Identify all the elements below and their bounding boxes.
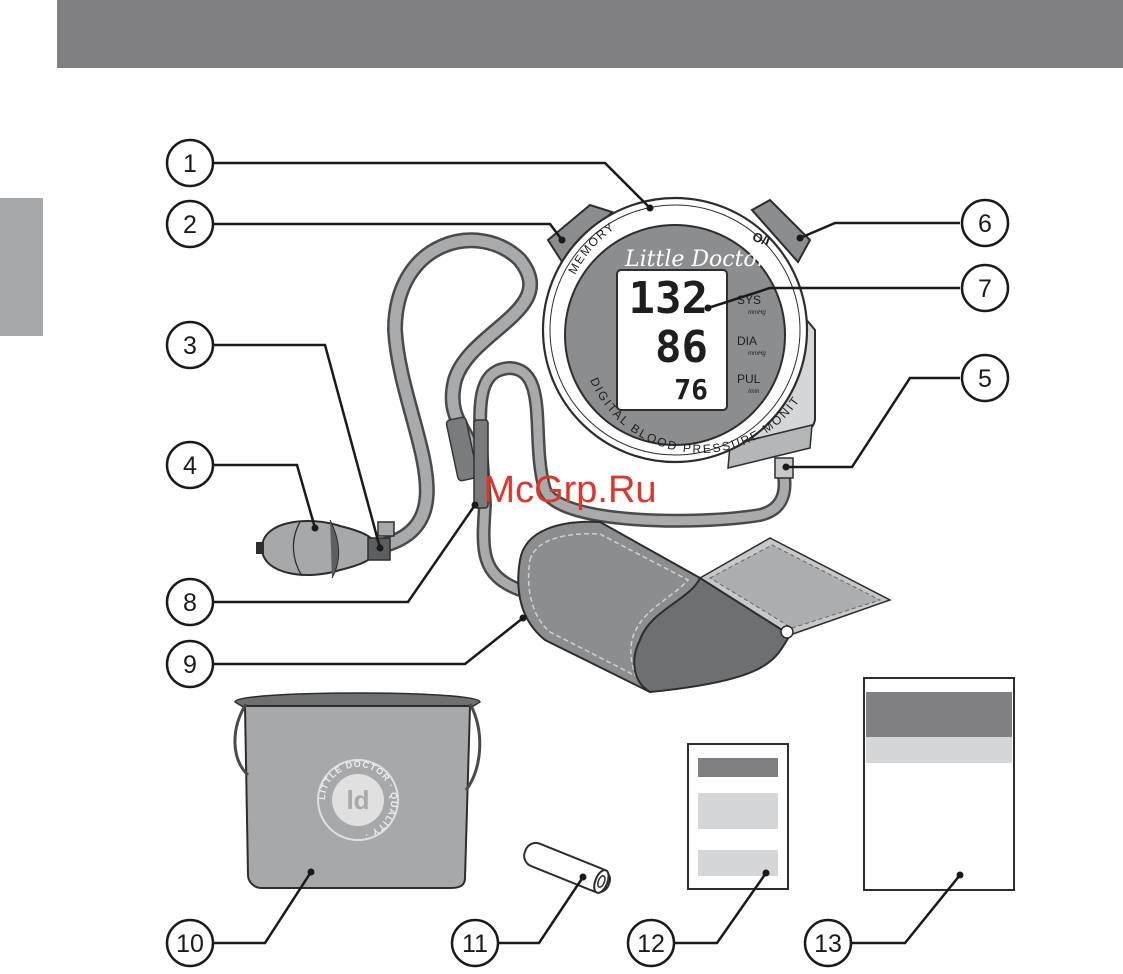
- svg-text:12: 12: [637, 930, 665, 958]
- svg-text:1: 1: [183, 150, 197, 178]
- storage-bag: ld LITTLE DOCTOR · QUALITY ·: [235, 693, 480, 888]
- dia-label: DIA: [737, 334, 757, 348]
- callout-4: 4: [167, 442, 213, 488]
- callout-1: 1: [167, 140, 213, 186]
- callout-9: 9: [167, 641, 213, 687]
- inflation-bulb: [256, 520, 394, 578]
- callout-2: 2: [167, 201, 213, 247]
- battery: [521, 840, 613, 896]
- svg-text:13: 13: [814, 930, 842, 958]
- dia-unit: mmHg: [748, 351, 766, 357]
- svg-text:3: 3: [183, 332, 197, 360]
- brand-logo: Little Doctor: [624, 247, 769, 272]
- svg-text:7: 7: [978, 275, 992, 303]
- svg-text:ld: ld: [346, 785, 369, 815]
- pul-unit: /min: [747, 389, 760, 395]
- tube-connector: [446, 417, 488, 508]
- svg-text:11: 11: [462, 930, 488, 958]
- svg-text:5: 5: [978, 365, 992, 393]
- callout-8: 8: [167, 579, 213, 625]
- svg-text:10: 10: [176, 930, 204, 958]
- pul-reading: 76: [674, 373, 708, 406]
- svg-text:8: 8: [183, 589, 197, 617]
- instruction-manual: [864, 678, 1014, 890]
- svg-text:2: 2: [183, 211, 197, 239]
- sys-unit: mmHg: [748, 310, 766, 316]
- callout-6: 6: [962, 200, 1008, 246]
- svg-text:9: 9: [183, 651, 197, 679]
- callout-7: 7: [962, 265, 1008, 311]
- bag-logo: ld LITTLE DOCTOR · QUALITY ·: [317, 759, 399, 840]
- callout-13: 13: [805, 920, 851, 966]
- callout-5: 5: [962, 355, 1008, 401]
- svg-text:4: 4: [183, 452, 197, 480]
- callout-12: 12: [628, 920, 674, 966]
- pul-label: PUL: [737, 372, 761, 386]
- dia-reading: 86: [655, 322, 708, 373]
- callout-3: 3: [167, 322, 213, 368]
- callout-11: 11: [452, 920, 498, 966]
- lcd-display: 132 86 76: [617, 270, 727, 410]
- sys-reading: 132: [629, 273, 708, 324]
- arm-cuff: [518, 522, 890, 692]
- callout-10: 10: [167, 920, 213, 966]
- watermark-text: McGrp.Ru: [483, 469, 656, 511]
- quick-guide-card: [688, 744, 788, 889]
- svg-text:6: 6: [978, 210, 992, 238]
